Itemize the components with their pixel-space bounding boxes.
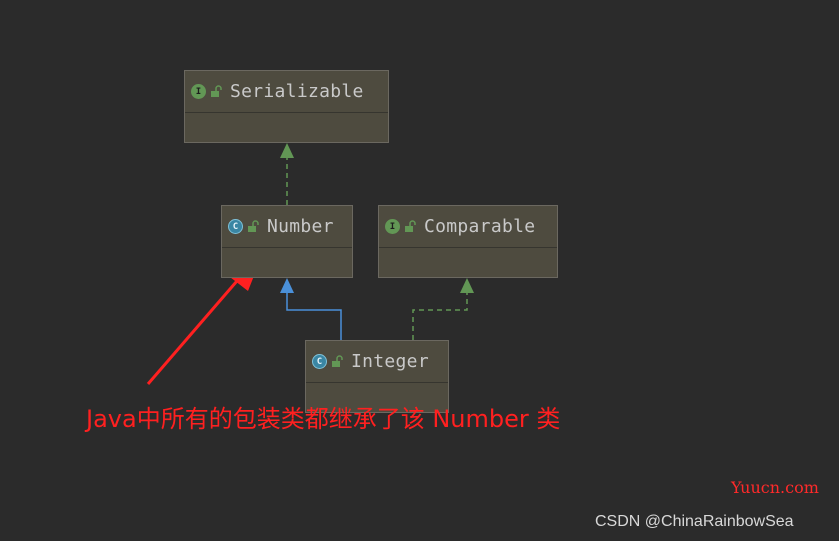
unlock-icon [211, 85, 222, 97]
edge-integer-number [286, 292, 342, 340]
node-name: Integer [351, 351, 429, 372]
node-comparable[interactable]: I Comparable [378, 205, 558, 278]
node-header: I Serializable [185, 71, 388, 113]
node-body [222, 248, 352, 276]
author-watermark: CSDN @ChinaRainbowSea [595, 513, 794, 530]
unlock-icon [405, 220, 416, 232]
unlock-icon [332, 355, 343, 367]
interface-icon: I [191, 84, 206, 99]
unlock-icon [248, 220, 259, 232]
node-header: C Integer [306, 341, 448, 383]
node-body [379, 248, 557, 276]
node-name: Serializable [230, 81, 364, 102]
node-serializable[interactable]: I Serializable [184, 70, 389, 143]
arrowhead-number [280, 278, 294, 293]
annotation-arrow-shaft [146, 273, 245, 385]
node-name: Number [267, 216, 334, 237]
edge-integer-comparable [412, 292, 468, 340]
node-body [185, 113, 388, 141]
arrowhead-comparable [460, 278, 474, 293]
class-icon: C [312, 354, 327, 369]
node-integer[interactable]: C Integer [305, 340, 449, 413]
interface-icon: I [385, 219, 400, 234]
node-header: C Number [222, 206, 352, 248]
node-header: I Comparable [379, 206, 557, 248]
abstract-class-icon: C [228, 219, 243, 234]
node-name: Comparable [424, 216, 536, 237]
arrowhead-serializable [280, 143, 294, 158]
annotation-text: Java中所有的包装类都继承了该 Number 类 [86, 405, 561, 433]
site-watermark: Yuucn.com [731, 478, 819, 497]
node-number[interactable]: C Number [221, 205, 353, 278]
